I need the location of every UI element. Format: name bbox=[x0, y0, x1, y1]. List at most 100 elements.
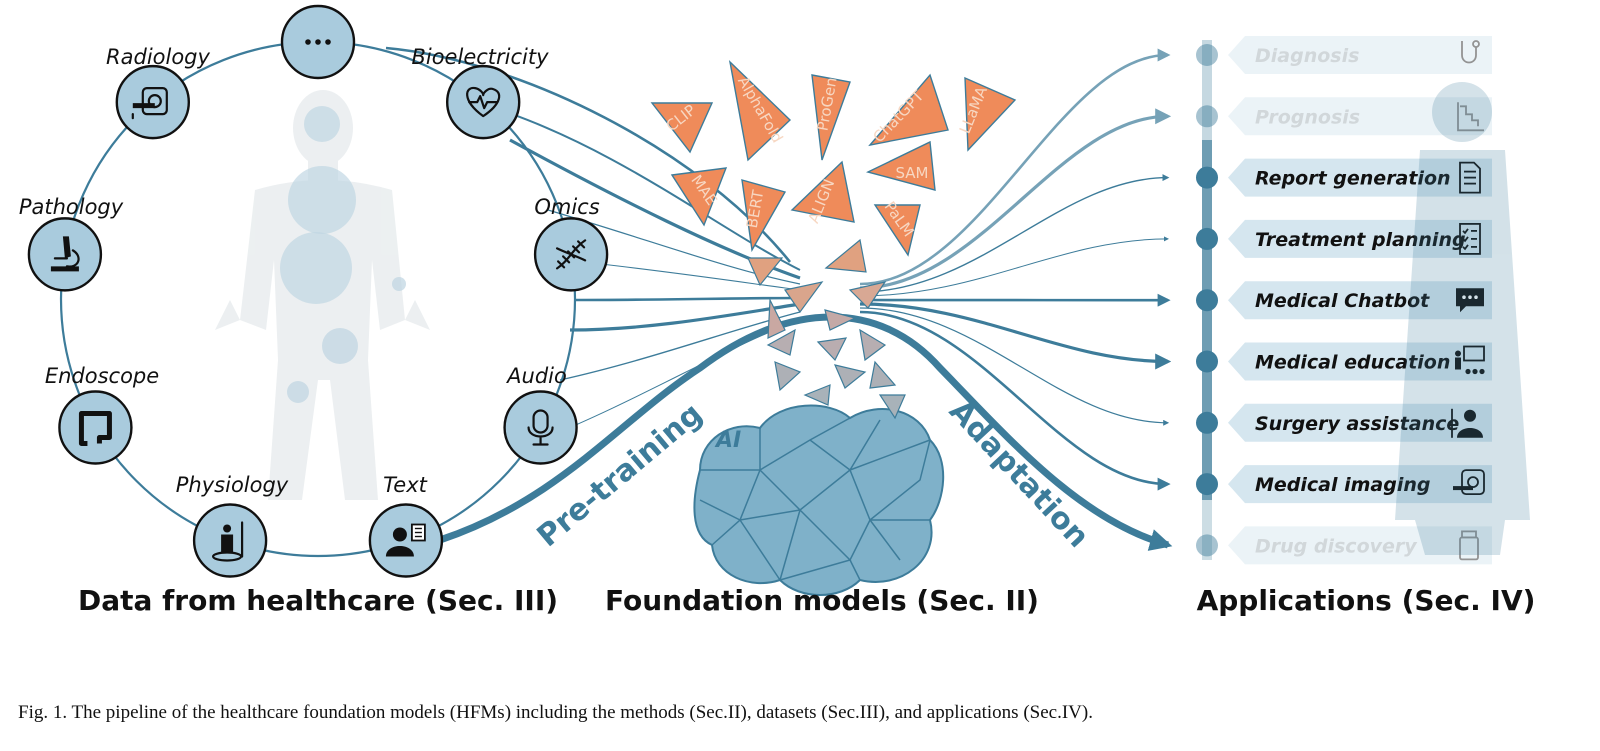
application-item: Surgery assistance bbox=[1196, 403, 1492, 442]
flow-in-line bbox=[574, 296, 801, 302]
model-triangle bbox=[964, 76, 1017, 152]
source-node-endoscope: Endoscope bbox=[45, 364, 159, 465]
application-label: Prognosis bbox=[1255, 106, 1360, 128]
intestine-icon bbox=[58, 390, 133, 465]
flow-out-line bbox=[859, 310, 1171, 491]
section-title-data: Data from healthcare (Sec. III) bbox=[78, 584, 558, 617]
source-node-text: Text bbox=[368, 473, 444, 578]
stethoscope-icon bbox=[1461, 40, 1480, 64]
flow-out-line bbox=[859, 236, 1169, 297]
application-box bbox=[1228, 342, 1492, 381]
application-box bbox=[1228, 281, 1492, 320]
model-triangle bbox=[811, 74, 851, 161]
application-item: Report generation bbox=[1196, 158, 1492, 197]
doctor-report-icon bbox=[368, 503, 444, 578]
checklist-icon bbox=[1459, 222, 1481, 255]
application-item: Medical imaging bbox=[1196, 465, 1492, 504]
ai-label: AI bbox=[714, 428, 741, 453]
application-box bbox=[1228, 219, 1492, 258]
source-label-pathology: Pathology bbox=[19, 195, 124, 219]
model-triangle bbox=[873, 204, 921, 257]
source-label-text: Text bbox=[383, 473, 428, 497]
model-triangle bbox=[866, 140, 936, 191]
application-label: Diagnosis bbox=[1255, 45, 1359, 67]
ai-brain-mesh bbox=[693, 404, 945, 596]
source-node-more bbox=[280, 4, 356, 80]
application-label: Surgery assistance bbox=[1255, 413, 1459, 435]
source-node-audio: Audio bbox=[503, 364, 578, 465]
flow-out-line bbox=[859, 108, 1172, 290]
model-shard: MAE bbox=[670, 167, 728, 227]
application-box bbox=[1228, 36, 1492, 74]
application-item: Medical Chatbot bbox=[1196, 281, 1492, 320]
chat-bubble-icon bbox=[1456, 288, 1484, 313]
flow-out-line bbox=[859, 174, 1170, 293]
application-label: Medical Chatbot bbox=[1255, 290, 1430, 312]
flow-in-line bbox=[499, 109, 801, 271]
microphone-icon bbox=[503, 390, 578, 465]
application-box bbox=[1228, 465, 1492, 504]
model-shard: AlphaFold bbox=[728, 59, 792, 162]
source-node-omics: Omics bbox=[533, 195, 609, 292]
section-title-models: Foundation models (Sec. II) bbox=[605, 584, 1039, 617]
application-dot bbox=[1196, 534, 1218, 557]
application-dot bbox=[1196, 105, 1218, 128]
application-label: Report generation bbox=[1255, 168, 1451, 190]
application-dot bbox=[1196, 166, 1218, 189]
application-dot bbox=[1196, 411, 1218, 434]
model-triangle bbox=[868, 73, 949, 147]
model-triangle bbox=[670, 167, 728, 227]
application-dot bbox=[1196, 350, 1218, 373]
source-label-physiology: Physiology bbox=[176, 473, 289, 497]
model-triangle bbox=[728, 59, 792, 162]
source-label-endoscope: Endoscope bbox=[45, 364, 159, 388]
model-label: SAM bbox=[895, 164, 928, 182]
application-dot bbox=[1196, 473, 1218, 496]
surgeon-icon bbox=[1451, 408, 1483, 438]
lecture-icon bbox=[1455, 345, 1485, 375]
model-shard: PaLM bbox=[873, 198, 921, 257]
adaptation-label: Adaptation bbox=[942, 394, 1096, 555]
source-label-omics: Omics bbox=[534, 195, 599, 219]
pill-bottle-icon bbox=[1459, 530, 1479, 561]
application-label: Treatment planning bbox=[1255, 229, 1466, 251]
application-dot bbox=[1196, 289, 1218, 312]
model-shard: ChatGPT bbox=[868, 73, 949, 147]
model-shard: ProGen bbox=[811, 74, 851, 161]
model-triangle bbox=[650, 102, 714, 154]
application-label: Medical education bbox=[1255, 352, 1450, 374]
model-shard: ALIGN bbox=[790, 160, 855, 226]
flow-out-line bbox=[859, 302, 1172, 370]
application-box bbox=[1228, 158, 1492, 197]
source-node-physiology: Physiology bbox=[176, 473, 289, 578]
flow-in-line bbox=[569, 302, 801, 332]
application-dot bbox=[1196, 44, 1218, 66]
application-label: Medical imaging bbox=[1255, 474, 1431, 496]
doctor-silhouette bbox=[1395, 82, 1530, 555]
application-box bbox=[1228, 97, 1492, 136]
flow-lines-out bbox=[859, 48, 1172, 491]
section-title-applications: Applications (Sec. IV) bbox=[1197, 584, 1536, 617]
application-dot bbox=[1196, 227, 1218, 250]
application-item: Drug discovery bbox=[1196, 526, 1492, 565]
human-body-silhouette bbox=[215, 90, 430, 500]
application-label: Drug discovery bbox=[1255, 535, 1418, 557]
model-shard: LLaMA bbox=[956, 76, 1017, 152]
source-node-bioelectricity: Bioelectricity bbox=[411, 45, 549, 140]
flow-out-line bbox=[859, 307, 1170, 426]
source-node-pathology: Pathology bbox=[19, 195, 124, 292]
figure-caption: Fig. 1. The pipeline of the healthcare f… bbox=[18, 702, 1093, 723]
application-box bbox=[1228, 403, 1492, 442]
source-label-bioelectricity: Bioelectricity bbox=[411, 45, 549, 69]
source-node-radiology: Radiology bbox=[106, 45, 211, 140]
model-shard: CLIP bbox=[650, 101, 714, 154]
application-item: Treatment planning bbox=[1196, 219, 1492, 258]
trend-chart-icon bbox=[1457, 102, 1484, 132]
model-triangle bbox=[790, 160, 855, 223]
source-label-audio: Audio bbox=[505, 364, 567, 388]
application-item: Medical education bbox=[1196, 342, 1492, 381]
application-item: Prognosis bbox=[1196, 97, 1492, 136]
flow-out-line bbox=[859, 48, 1171, 286]
